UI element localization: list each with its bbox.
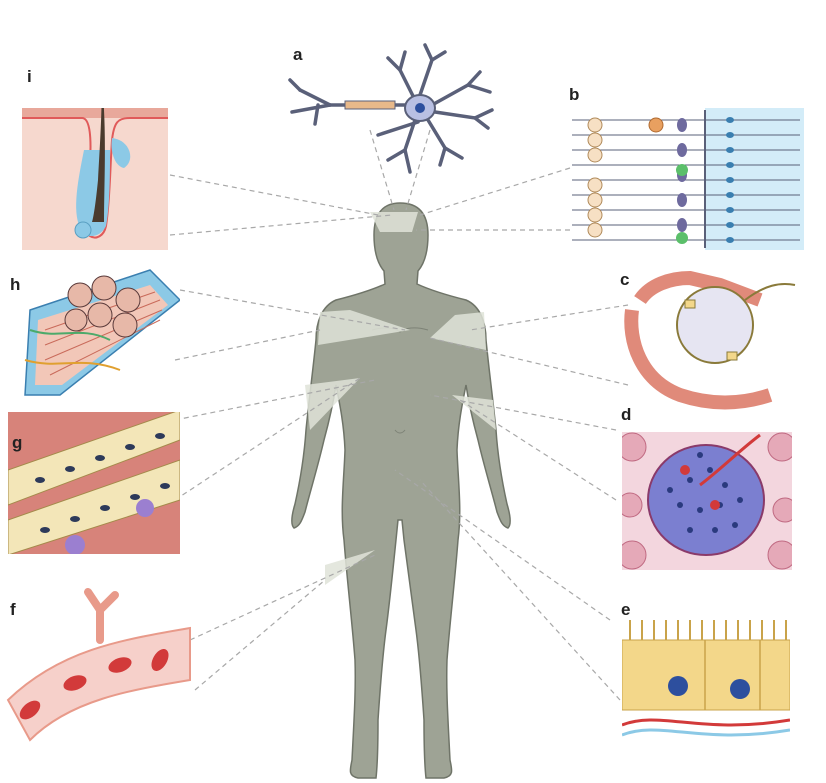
panel-label-g: g xyxy=(12,433,22,452)
panel-label-b: b xyxy=(569,85,579,104)
panel-label-i: i xyxy=(27,67,32,86)
muscle-fiber-icon xyxy=(25,270,180,395)
hair-follicle-icon xyxy=(22,50,168,250)
retina-layers-icon xyxy=(572,108,805,250)
panel-label-a: a xyxy=(293,45,303,64)
kidney-tubule-icon xyxy=(8,410,180,555)
panel-label-d: d xyxy=(621,405,631,424)
panel-label-h: h xyxy=(10,275,20,294)
pancreatic-islet-icon xyxy=(618,432,797,570)
blood-vessel-icon xyxy=(8,592,190,740)
panel-label-f: f xyxy=(10,600,16,619)
alveolus-icon xyxy=(631,278,795,403)
panel-label-e: e xyxy=(621,600,630,619)
intestinal-epithelium-icon xyxy=(622,620,790,735)
human-body-silhouette xyxy=(292,203,510,778)
panel-label-c: c xyxy=(620,270,629,289)
